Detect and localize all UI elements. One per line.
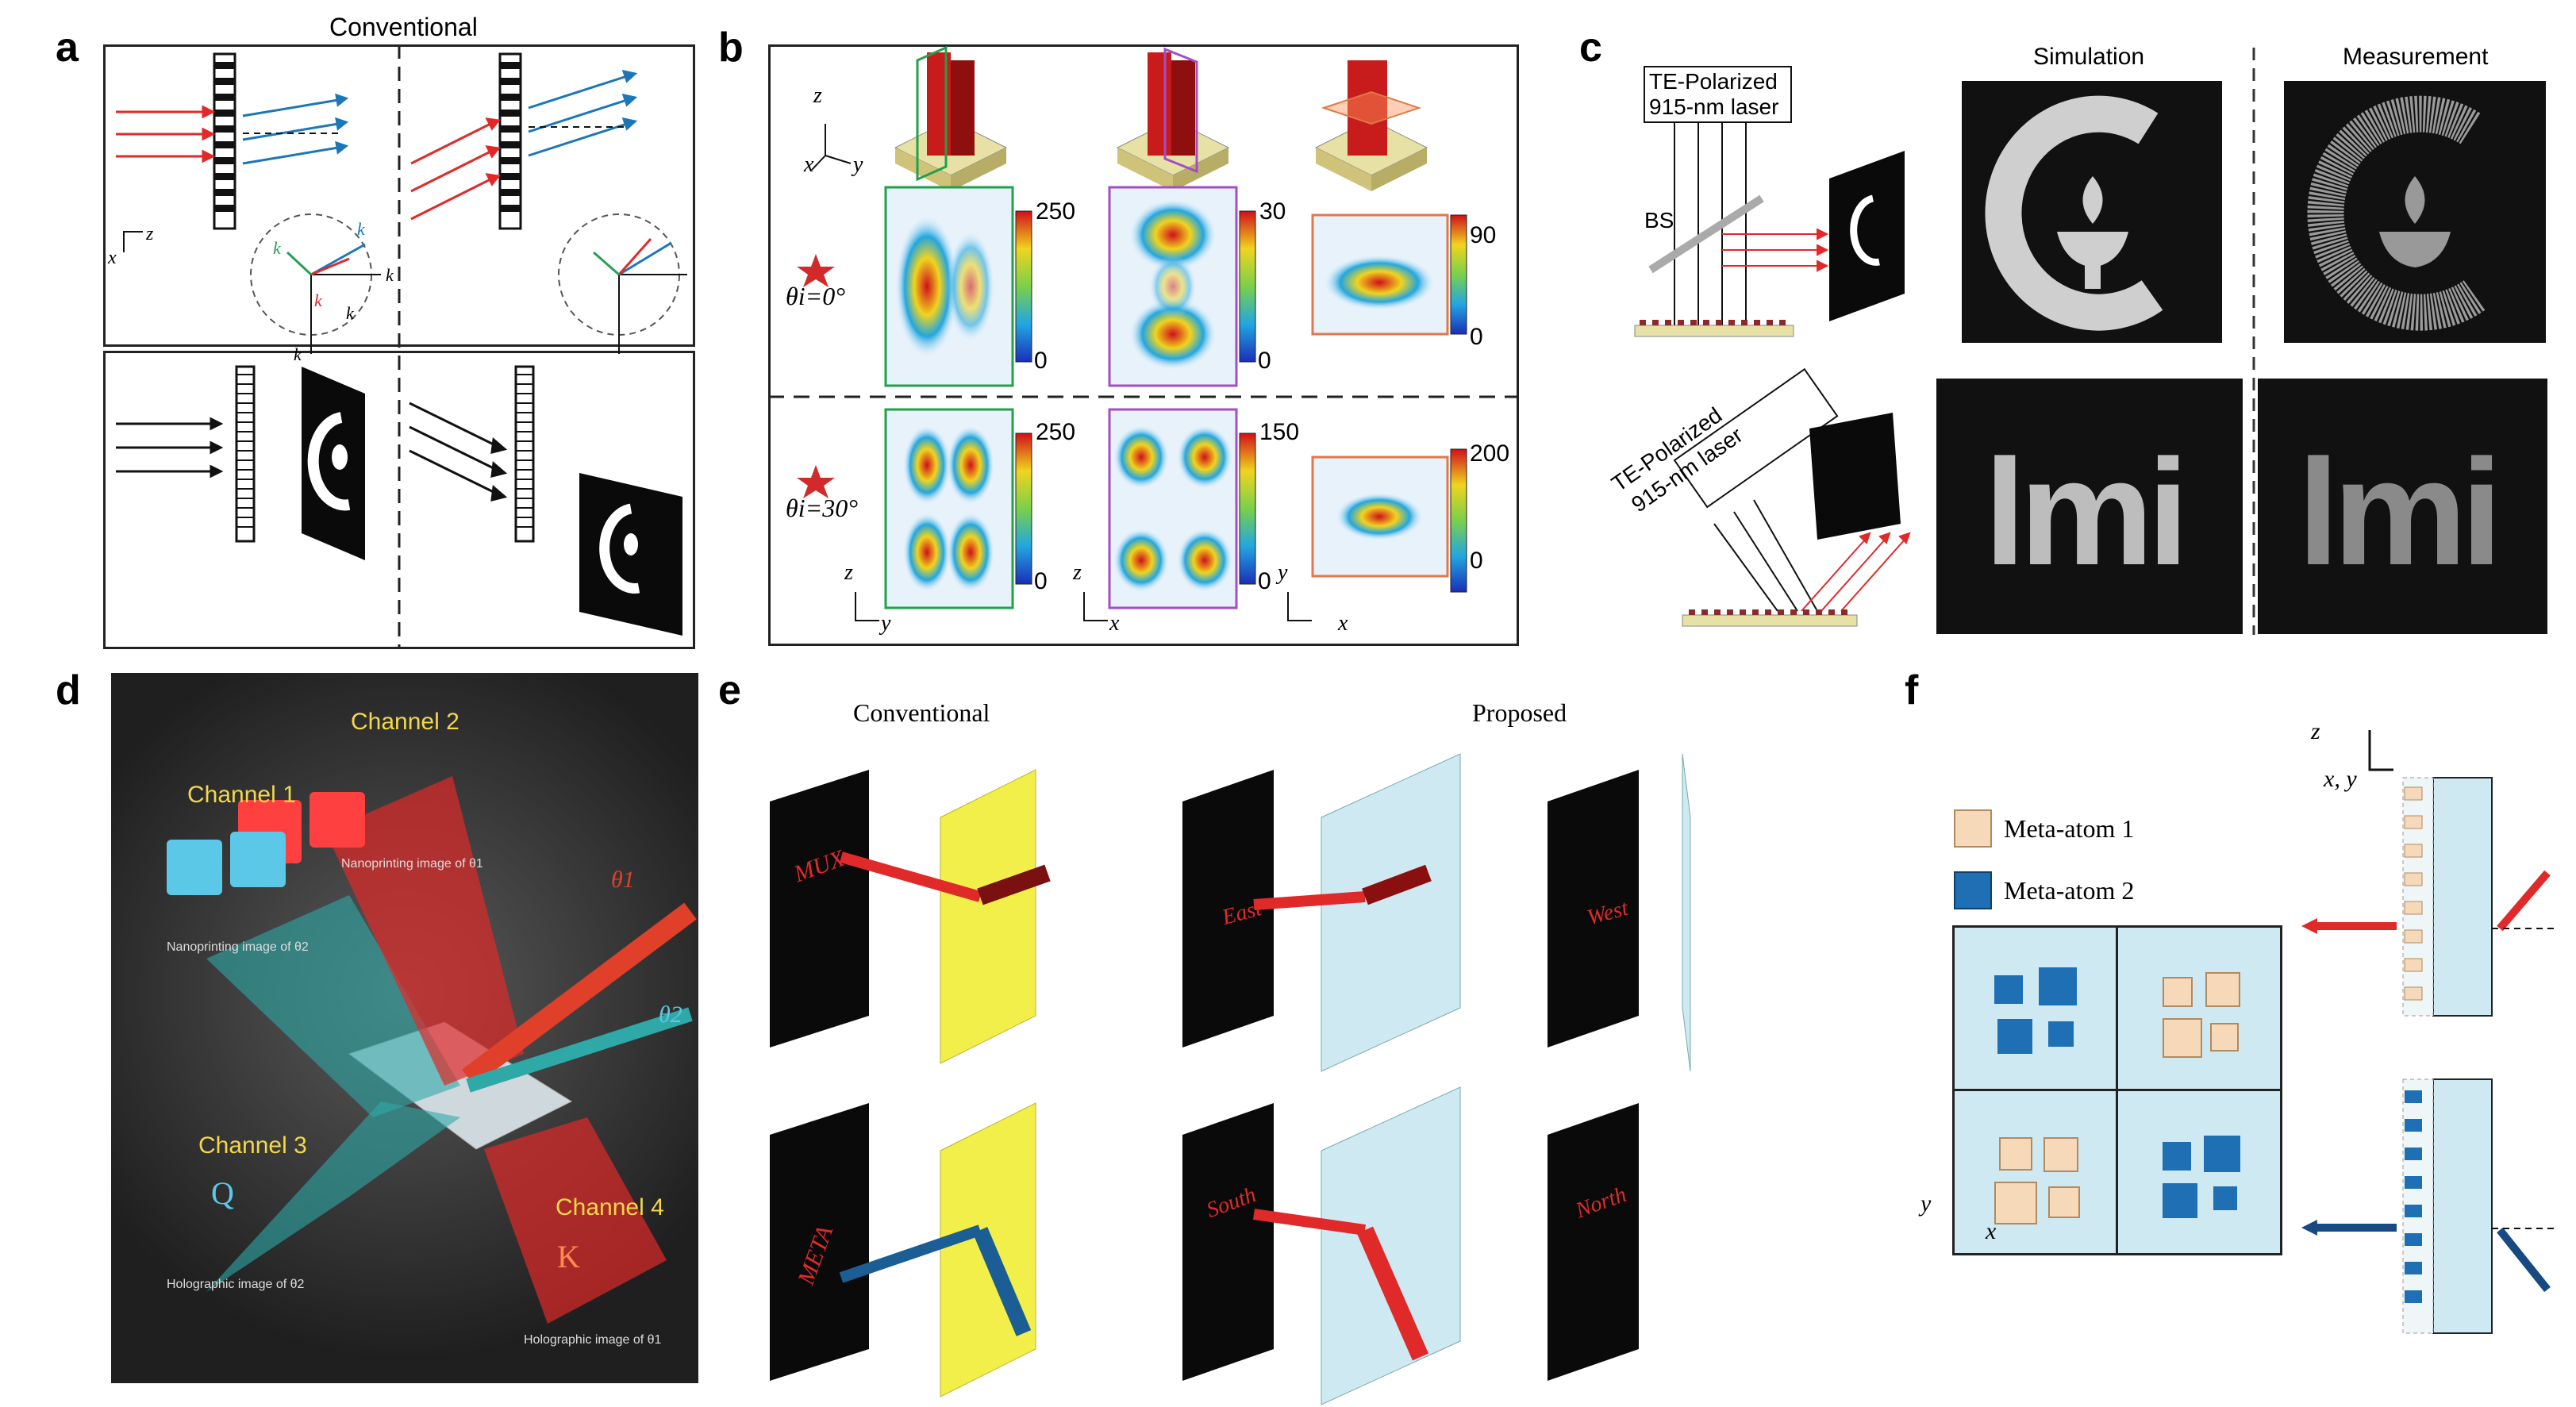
measurement-logo-image — [2284, 81, 2546, 343]
scale-min: 0 — [1470, 548, 1483, 574]
lmi-text: lmi — [1984, 429, 2190, 597]
k-label: k — [314, 290, 323, 310]
proposed-header: Proposed — [1472, 698, 1567, 727]
axis-label: z — [1073, 560, 1082, 585]
panel-letter-f: f — [1905, 667, 1919, 713]
scale-min: 0 — [1034, 568, 1048, 594]
pillar-2 — [1116, 47, 1230, 191]
laser-label: 915-nm laser — [1649, 94, 1779, 119]
panel-a-header: Conventional — [329, 13, 478, 41]
panel-letter-b: b — [718, 25, 744, 71]
pillar-1 — [894, 45, 1008, 191]
letter-q: Q — [211, 1175, 234, 1211]
panel-f-side-drawing — [2301, 730, 2555, 1334]
svg-text:k: k — [294, 344, 302, 364]
panel-b-drawing — [768, 45, 1519, 621]
scale-max: 150 — [1259, 419, 1300, 445]
conventional-header: Conventional — [853, 698, 990, 727]
theta1-label: θ1 — [611, 867, 635, 893]
caption-text: Nanoprinting image of θ2 — [167, 940, 309, 954]
scale-min: 0 — [1258, 568, 1271, 594]
scale-min: 0 — [1258, 348, 1271, 374]
scale-max: 250 — [1036, 419, 1076, 445]
panel-c-drawing — [1634, 48, 2255, 635]
row1-angle-label: θi=0° — [786, 282, 845, 310]
axis-x: x — [107, 248, 117, 268]
panel-f-axis-z: z — [2311, 718, 2320, 744]
simulation-header: Simulation — [2033, 44, 2145, 70]
panel-b-axis-y: y — [853, 152, 863, 177]
svg-text:k: k — [357, 219, 366, 239]
axis-label: y — [881, 611, 891, 636]
svg-text:k: k — [386, 265, 394, 285]
panel-letter-c: c — [1579, 25, 1602, 71]
panel-f-axis-xy: x, y — [2324, 766, 2357, 792]
axis-z: z — [145, 224, 154, 244]
laser-label: TE-Polarized — [1649, 69, 1778, 94]
scale-min: 0 — [1470, 324, 1483, 350]
svg-text:k: k — [346, 303, 355, 323]
simulation-logo-image — [1962, 81, 2222, 343]
legend-label-2: Meta-atom 2 — [2004, 876, 2135, 905]
legend-label-1: Meta-atom 1 — [2004, 814, 2135, 843]
measurement-header: Measurement — [2343, 44, 2489, 70]
svg-text:k: k — [273, 238, 282, 258]
pillar-3 — [1314, 60, 1428, 191]
panel-d-image — [111, 673, 698, 1383]
scale-max: 90 — [1470, 222, 1497, 248]
panel-f-axis-x: x — [1986, 1218, 1997, 1244]
caption-text: Holographic image of θ1 — [524, 1333, 662, 1347]
scale-max: 200 — [1470, 440, 1510, 467]
panel-letter-a: a — [56, 25, 79, 71]
logo-image-left — [302, 367, 365, 560]
logo-image-right — [579, 473, 682, 636]
axis-label: y — [1278, 560, 1288, 585]
axis-label: x — [1338, 611, 1348, 636]
legend-swatch-1 — [1954, 809, 1992, 848]
scale-max: 30 — [1259, 198, 1286, 225]
panel-b-axis-x: x — [804, 152, 814, 177]
panel-e-drawing — [770, 753, 1691, 1405]
scale-max: 250 — [1036, 198, 1076, 225]
caption-text: Holographic image of θ2 — [167, 1278, 305, 1291]
unit-cell-grid — [1952, 925, 2282, 1255]
letter-k: K — [557, 1239, 580, 1274]
channel-3-label: Channel 3 — [198, 1132, 307, 1159]
theta2-label: θ2 — [659, 1001, 682, 1028]
bs-label: BS — [1644, 208, 1674, 233]
channel-4-label: Channel 4 — [556, 1194, 664, 1221]
row2-angle-label: θi=30° — [786, 494, 858, 522]
scale-min: 0 — [1034, 348, 1048, 374]
channel-1-label: Channel 1 — [187, 782, 296, 808]
panel-letter-d: d — [56, 667, 81, 713]
panel-b-axis-z: z — [813, 83, 822, 108]
lmi-text: lmi — [2297, 429, 2503, 597]
axis-label: z — [844, 560, 853, 585]
channel-2-label: Channel 2 — [351, 709, 459, 735]
panel-f-axis-y: y — [1920, 1190, 1932, 1217]
panel-a-drawing: k k k k k k x z — [107, 44, 687, 648]
caption-text: Nanoprinting image of θ1 — [341, 857, 483, 871]
axis-label: x — [1109, 611, 1120, 636]
grating-left-top — [213, 52, 236, 230]
simulation-lmi-image: lmi — [1936, 379, 2243, 634]
legend-swatch-2 — [1954, 871, 1992, 909]
panel-letter-e: e — [718, 667, 741, 713]
measurement-lmi-image: lmi — [2258, 379, 2547, 634]
